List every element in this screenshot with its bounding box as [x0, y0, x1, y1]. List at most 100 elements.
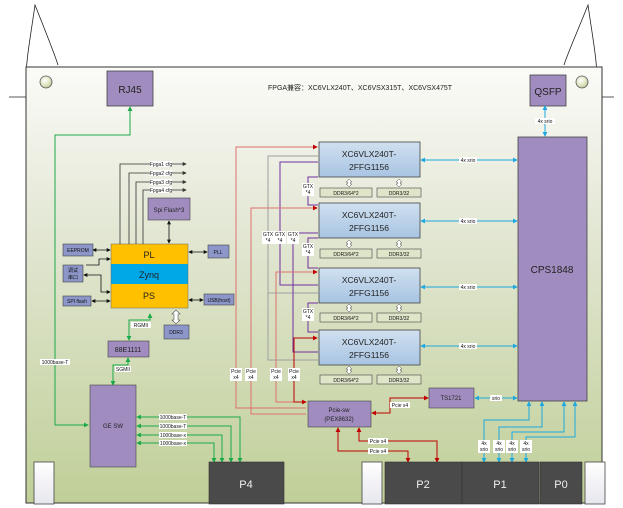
- gtx-label-1b: *4: [306, 190, 311, 196]
- p1-srio-label-2a: 4x: [496, 441, 502, 447]
- fpga-2-label-2: 2FFG1156: [349, 223, 389, 233]
- spi-flash-x3-label: Spi Flash*3: [154, 208, 185, 214]
- pcie-label-3b: x4: [273, 375, 279, 381]
- gtx-label-4b: *4: [266, 238, 271, 244]
- rgmii-label: RGMII: [134, 323, 148, 329]
- gtx-label-5b: *4: [278, 238, 283, 244]
- ge-switch-label: GE SW: [103, 424, 123, 430]
- pcie-label-1b: x4: [233, 375, 239, 381]
- fpga-1[interactable]: XC6VLX240T- 2FFG1156: [318, 141, 421, 178]
- fpga-2[interactable]: XC6VLX240T- 2FFG1156: [318, 202, 421, 239]
- srio-label-fpga-1: 4x srio: [461, 158, 476, 164]
- ddr3-bus-arrow-icon: [171, 309, 181, 325]
- debug-port-label-2: 串口: [68, 275, 78, 281]
- pll-chip[interactable]: PLL: [207, 244, 230, 259]
- fpga-4-label-1: XC6VLX240T-: [342, 337, 397, 347]
- ddr3-chip[interactable]: DDR3: [163, 324, 190, 340]
- ddr3-label: DDR3: [169, 330, 183, 336]
- p1-srio-label-2b: srio: [495, 447, 503, 453]
- eeprom-chip[interactable]: EEPROM: [62, 243, 94, 257]
- p1-srio-label-1b: srio: [480, 447, 488, 453]
- usb-host-port[interactable]: USB(host): [203, 293, 235, 306]
- fpga-4[interactable]: XC6VLX240T- 2FFG1156: [318, 329, 421, 366]
- ge-link-label-2: 1000base-T: [160, 424, 187, 430]
- p1-srio-label-1a: 4x: [481, 441, 487, 447]
- ts1721-srio-label: srio: [492, 396, 500, 402]
- led-indicator-right: [575, 75, 589, 89]
- srio-label-fpga-4: 4x srio: [461, 344, 476, 350]
- fpga-3-ddr-b: DDR3/32: [389, 316, 410, 322]
- spi-flash-label: SPI flash: [67, 299, 87, 305]
- debug-port-label-1: 调试: [68, 267, 78, 274]
- spi-flash-x3-chip[interactable]: Spi Flash*3: [147, 197, 191, 221]
- pcie-label-4a: Pcie: [289, 369, 299, 375]
- p2-connector[interactable]: P2: [384, 461, 463, 505]
- eeprom-label: EEPROM: [67, 248, 89, 254]
- sgmii-label: SGMII: [116, 367, 130, 373]
- cfg-label-4: Fpga4 cfg: [150, 188, 172, 194]
- gtx-label-6b: *4: [291, 238, 296, 244]
- fpga-4-label-2: 2FFG1156: [349, 350, 389, 360]
- phy-88e1111[interactable]: 88E1111: [107, 340, 150, 358]
- p1-label: P1: [493, 479, 506, 491]
- ts1721-label: TS1721: [440, 396, 462, 402]
- p1-srio-label-3b: srio: [508, 447, 516, 453]
- rj45-label: RJ45: [118, 85, 142, 96]
- srio-label-fpga-3: 4x srio: [461, 285, 476, 291]
- cfg-label-1: Fpga1 cfg: [150, 162, 172, 168]
- gtx-label-4a: GTX: [263, 232, 274, 238]
- fpga-srio-links: 4x srio 4x srio 4x srio 4x srio: [420, 157, 518, 350]
- fpga-compat-title: FPGA兼容：XC6VLX240T、XC6VSX315T、XC6VSX475T: [268, 83, 453, 92]
- fpga-3-ddr-a: DDR3/64*2: [333, 316, 359, 322]
- pcie-switch-label-2: (PEX8632): [324, 417, 353, 423]
- p1-srio-label-3a: 4x: [509, 441, 515, 447]
- rj45-link-label: 1000base-T: [42, 360, 69, 366]
- p4-connector[interactable]: P4: [208, 461, 285, 505]
- left-key-slot: [33, 461, 55, 505]
- fpga-1-ddr-b: DDR3/32: [389, 191, 410, 197]
- ge-link-label-4: 1000base-x: [160, 441, 187, 447]
- gtx-label-2b: *4: [306, 250, 311, 256]
- gtx-label-5a: GTX: [275, 232, 286, 238]
- gtx-labels: GTX *4 GTX *4 GTX *4 GTX *4 GTX *4 GTX *…: [262, 183, 314, 321]
- rj45-connector[interactable]: RJ45: [106, 70, 154, 107]
- fpga-4-ddr-a: DDR3/64*2: [333, 378, 359, 384]
- p2-pcie-label-2: Pcie x4: [370, 449, 387, 455]
- pcie-label-3a: Pcie: [271, 369, 281, 375]
- fpga-3[interactable]: XC6VLX240T- 2FFG1156: [318, 267, 421, 304]
- pcie-switch-label-1: Pcie-sw: [328, 408, 350, 414]
- gtx-label-6a: GTX: [288, 232, 299, 238]
- spi-flash-chip[interactable]: SPI flash: [62, 295, 92, 307]
- usb-host-label: USB(host): [207, 298, 230, 304]
- ts1721-chip[interactable]: TS1721: [428, 387, 475, 409]
- fpga-3-label-2: 2FFG1156: [349, 288, 389, 298]
- pcie-label-4b: x4: [291, 375, 297, 381]
- gtx-links: [267, 155, 318, 361]
- ge-link-label-3: 1000base-x: [160, 433, 187, 439]
- fpga-4-ddr-b: DDR3/32: [389, 378, 410, 384]
- cps1848-switch[interactable]: CPS1848: [517, 136, 588, 402]
- fpga-ddr-banks: DDR3/64*2 DDR3/32 DDR3/64*2 DDR3/32 DDR3…: [319, 187, 422, 385]
- zynq-pl-label: PL: [143, 250, 154, 260]
- fpga-1-label-1: XC6VLX240T-: [342, 149, 397, 159]
- zynq-soc[interactable]: PL Zynq PS: [110, 243, 189, 309]
- srio-label-fpga-2: 4x srio: [461, 219, 476, 225]
- pcie-label-2b: x4: [248, 375, 254, 381]
- p0-connector[interactable]: P0: [539, 461, 583, 505]
- pll-label: PLL: [214, 250, 223, 256]
- ddr-bus-arrows: [345, 178, 403, 375]
- fpga-1-label-2: 2FFG1156: [349, 162, 389, 172]
- ge-link-label-1: 1000base-T: [160, 415, 187, 421]
- fpga-3-label-1: XC6VLX240T-: [342, 275, 397, 285]
- p1-srio-label-4a: 4x: [523, 441, 529, 447]
- p1-connector[interactable]: P1: [461, 461, 540, 505]
- debug-serial-port[interactable]: 调试 串口: [62, 264, 84, 283]
- qsfp-connector[interactable]: QSFP: [529, 74, 567, 107]
- pcie-switch[interactable]: Pcie-sw (PEX8632): [307, 400, 372, 428]
- p0-label: P0: [554, 479, 567, 491]
- p2-pcie-label-1: Pcie x4: [370, 439, 387, 445]
- phy-label: 88E1111: [115, 347, 142, 354]
- fpga-2-label-1: XC6VLX240T-: [342, 210, 397, 220]
- ge-switch[interactable]: GE SW: [89, 384, 137, 468]
- cfg-label-3: Fpga3 cfg: [150, 180, 172, 186]
